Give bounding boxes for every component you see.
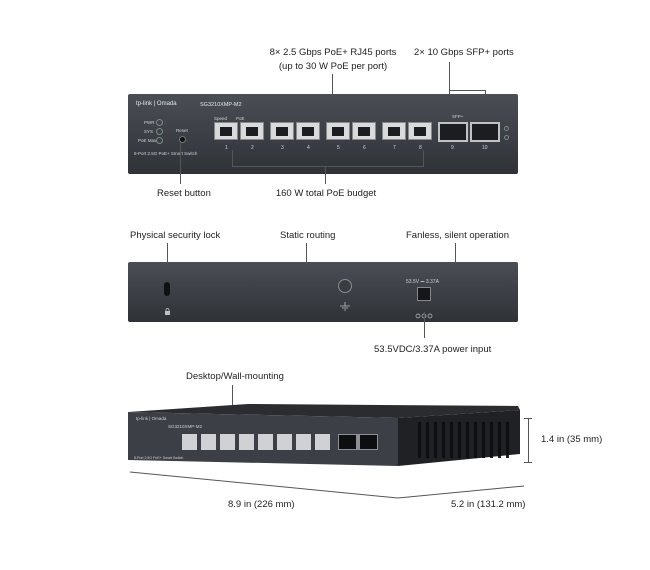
port-number: 3 xyxy=(281,145,284,151)
sfp-label: SFP+ xyxy=(452,114,464,119)
brand-logo: tp-link | Omada xyxy=(136,101,177,107)
rj45-port-5[interactable] xyxy=(326,122,350,140)
sfp-led-icon xyxy=(504,135,509,140)
sfp-bracket-end xyxy=(485,90,486,96)
port-number: 9 xyxy=(451,145,454,151)
rj45-port-4[interactable] xyxy=(296,122,320,140)
model-name: SG3210XMP-M2 xyxy=(200,102,242,108)
port-number: 7 xyxy=(393,145,396,151)
sfp-ports-callout: 2× 10 Gbps SFP+ ports xyxy=(414,47,514,58)
port-number: 4 xyxy=(307,145,310,151)
reset-button[interactable] xyxy=(179,136,186,143)
power-rating-label: 53.5V ⎓ 3.37A xyxy=(406,279,439,285)
height-dimension-line xyxy=(528,418,529,462)
dc-power-jack[interactable] xyxy=(417,287,431,301)
rj45-port-8[interactable] xyxy=(408,122,432,140)
port-number: 5 xyxy=(337,145,340,151)
brand-logo-3d: tp-link | Omada xyxy=(136,416,167,421)
reset-callout-line xyxy=(180,142,181,184)
poe-bracket-right xyxy=(423,150,424,166)
poe-bracket xyxy=(232,166,424,167)
security-lock-slot[interactable] xyxy=(164,282,170,296)
height-dimension: 1.4 in (35 mm) xyxy=(541,434,603,445)
vent-slots xyxy=(418,422,513,458)
ground-icon xyxy=(339,298,351,311)
speed-led-label: Speed xyxy=(214,116,228,121)
sfp-port-10[interactable] xyxy=(470,122,500,142)
led-label-pwr: PWR xyxy=(144,120,155,125)
model-name-3d: SG3210XMP-M2 xyxy=(168,424,203,429)
fanless-callout: Fanless, silent operation xyxy=(406,230,509,241)
sfp-callout-line xyxy=(449,62,450,94)
port-number: 1 xyxy=(225,145,228,151)
sfp-ports-3d xyxy=(338,434,378,450)
product-description-3d: 8-Port 2.5G PoE+ Smart Switch xyxy=(134,456,184,460)
reset-label: Reset xyxy=(176,128,188,133)
height-dimension-cap xyxy=(524,418,532,419)
poe-callout-line xyxy=(325,166,326,184)
poe-bracket-left xyxy=(232,150,233,166)
pwr-led-icon xyxy=(156,119,163,126)
port-number: 8 xyxy=(419,145,422,151)
sfp-led-icon xyxy=(504,126,509,131)
sfp-port-9[interactable] xyxy=(438,122,468,142)
rj45-callout-line xyxy=(332,74,333,94)
routing-callout-line xyxy=(306,243,307,262)
poe-max-led-icon xyxy=(156,137,163,144)
rj45-port-3[interactable] xyxy=(270,122,294,140)
rj45-ports-callout-sub: (up to 30 W PoE per port) xyxy=(278,61,388,72)
sfp-bracket xyxy=(449,90,485,91)
switch-rear-panel: 53.5V ⎓ 3.37A xyxy=(128,262,518,322)
fanless-callout-line xyxy=(455,243,456,262)
footprint-dimension-lines xyxy=(128,470,528,500)
port-number: 2 xyxy=(251,145,254,151)
poe-led-label: PoE xyxy=(236,116,245,121)
product-description: 8-Port 2.5G PoE+ Smart Switch xyxy=(134,151,198,156)
width-dimension: 8.9 in (226 mm) xyxy=(228,499,295,510)
rj45-ports-3d xyxy=(182,434,332,450)
rj45-port-7[interactable] xyxy=(382,122,406,140)
height-dimension-cap xyxy=(524,462,532,463)
power-callout-line xyxy=(424,312,425,338)
lock-icon xyxy=(164,302,171,315)
poe-budget-callout: 160 W total PoE budget xyxy=(275,188,377,199)
ground-screw xyxy=(338,279,352,293)
rj45-port-2[interactable] xyxy=(240,122,264,140)
switch-front-panel: tp-link | Omada SG3210XMP-M2 PWR SYS PoE… xyxy=(128,94,518,174)
port-number: 10 xyxy=(482,145,488,151)
mounting-callout-line xyxy=(232,385,233,407)
rj45-port-1[interactable] xyxy=(214,122,238,140)
led-label-sys: SYS xyxy=(144,129,154,134)
lock-callout-line xyxy=(167,243,168,262)
depth-dimension: 5.2 in (131.2 mm) xyxy=(451,499,526,510)
rj45-ports-callout: 8× 2.5 Gbps PoE+ RJ45 ports xyxy=(269,47,397,58)
port-number: 6 xyxy=(363,145,366,151)
mounting-callout: Desktop/Wall-mounting xyxy=(186,371,284,382)
static-routing-callout: Static routing xyxy=(280,230,336,241)
sys-led-icon xyxy=(156,128,163,135)
reset-button-callout: Reset button xyxy=(157,188,211,199)
led-label-poe-max: PoE Max xyxy=(138,138,157,143)
rj45-port-6[interactable] xyxy=(352,122,376,140)
switch-3d-view: tp-link | Omada SG3210XMP-M2 8-Port 2.5G… xyxy=(128,404,522,468)
power-input-callout: 53.5VDC/3.37A power input xyxy=(374,344,492,355)
security-lock-callout: Physical security lock xyxy=(130,230,221,241)
